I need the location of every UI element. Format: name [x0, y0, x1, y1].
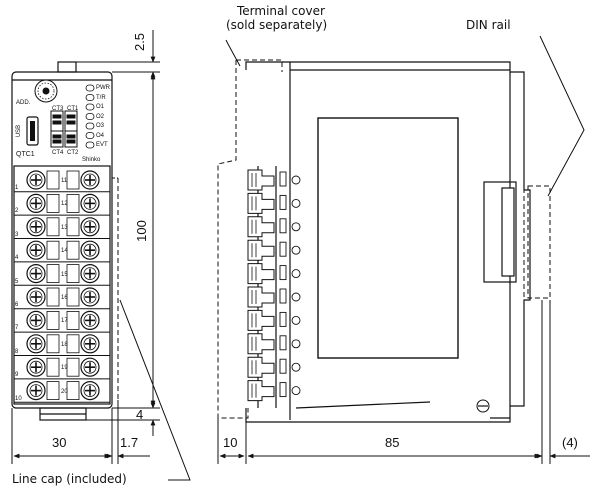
- terminal-number-right: 17: [61, 318, 68, 325]
- terminal-number-left: 9: [15, 372, 19, 379]
- side-terminal: [247, 309, 301, 331]
- terminal-number-right: 18: [61, 341, 68, 348]
- led-label: O2: [96, 113, 105, 120]
- ct3-label: CT3: [52, 106, 64, 112]
- side-connector: [483, 181, 517, 283]
- side-terminal: [247, 356, 301, 378]
- terminal-cover-note: (sold separately): [226, 18, 328, 32]
- line-cap-label: Line cap (included): [12, 472, 127, 486]
- dim-height: 100: [133, 220, 149, 242]
- terminal-number-right: 19: [61, 365, 68, 372]
- led-o4: [85, 132, 95, 139]
- terminal-cover: [217, 59, 283, 419]
- terminal-number-right: 20: [61, 388, 68, 395]
- side-label-panel: [317, 117, 459, 359]
- terminal-number-left: 4: [15, 255, 19, 262]
- led-tr: [85, 94, 95, 101]
- terminal-screws: [14, 170, 110, 403]
- dim-depth: 85: [385, 435, 400, 450]
- led-label: EVT: [96, 142, 108, 148]
- model-label: QTC1: [16, 151, 35, 158]
- terminal-number-right: 14: [61, 248, 68, 255]
- top-tab: [57, 61, 77, 73]
- terminal-number-left: 1: [15, 185, 19, 191]
- dim-bottom-offset: 4: [136, 407, 144, 422]
- dim-width: 30: [52, 435, 67, 450]
- terminal-number-right: 11: [61, 178, 68, 184]
- dim-cover: 10: [223, 435, 238, 450]
- ct2-label: CT2: [67, 150, 79, 156]
- ct1-label: CT1: [67, 106, 79, 112]
- leader-lines: [119, 35, 585, 481]
- side-terminal: [247, 169, 301, 191]
- led-label: PWR: [96, 85, 110, 91]
- brand-label: Shinko: [82, 157, 101, 163]
- ct-connectors[interactable]: [50, 110, 78, 148]
- usb-port[interactable]: [26, 116, 39, 146]
- led-indicators: [85, 84, 95, 149]
- dimension-lines: [11, 30, 590, 464]
- terminal-number-left: 5: [15, 278, 19, 285]
- terminal-number-left: 10: [15, 395, 22, 402]
- led-pwr: [85, 84, 95, 92]
- din-rail-label: DIN rail: [466, 18, 511, 32]
- terminal-number-right: 16: [61, 295, 68, 301]
- led-label: O4: [96, 132, 105, 139]
- led-label: O3: [96, 123, 105, 129]
- terminal-number-right: 12: [61, 201, 68, 208]
- side-view: [245, 61, 531, 423]
- usb-label: USB: [16, 124, 23, 138]
- dim-top-offset: 2.5: [132, 32, 148, 52]
- side-terminal: [247, 216, 301, 238]
- terminal-number-left: 6: [15, 302, 19, 308]
- terminal-number-left: 2: [15, 208, 19, 215]
- line-cap: [112, 177, 119, 400]
- side-terminal: [247, 263, 301, 285]
- side-terminal: [247, 239, 301, 261]
- terminal-number-left: 3: [15, 231, 19, 238]
- ct4-label: CT4: [52, 150, 64, 156]
- side-terminal: [247, 333, 301, 355]
- led-o2: [85, 113, 95, 120]
- terminal-number-right: 13: [61, 224, 68, 231]
- terminal-number-left: 8: [15, 348, 19, 355]
- din-rail: [523, 185, 551, 299]
- side-terminal: [247, 380, 301, 402]
- terminal-number-left: 7: [15, 325, 19, 332]
- dim-rail: (4): [562, 435, 578, 450]
- rotary-address-switch[interactable]: [34, 79, 58, 103]
- terminal-cover-label: Terminal cover: [237, 4, 325, 18]
- led-o3: [85, 122, 95, 130]
- side-terminal: [247, 192, 301, 214]
- address-label: ADD.: [16, 100, 31, 106]
- led-o1: [85, 103, 95, 111]
- side-terminals: [247, 169, 301, 402]
- terminal-number-right: 15: [61, 271, 68, 278]
- side-housing-outline: [245, 61, 531, 423]
- led-evt: [85, 141, 95, 149]
- led-label: T/R: [96, 94, 106, 101]
- led-label: O1: [96, 104, 105, 110]
- dim-line-cap: 1.7: [120, 435, 139, 450]
- side-terminal: [247, 286, 301, 308]
